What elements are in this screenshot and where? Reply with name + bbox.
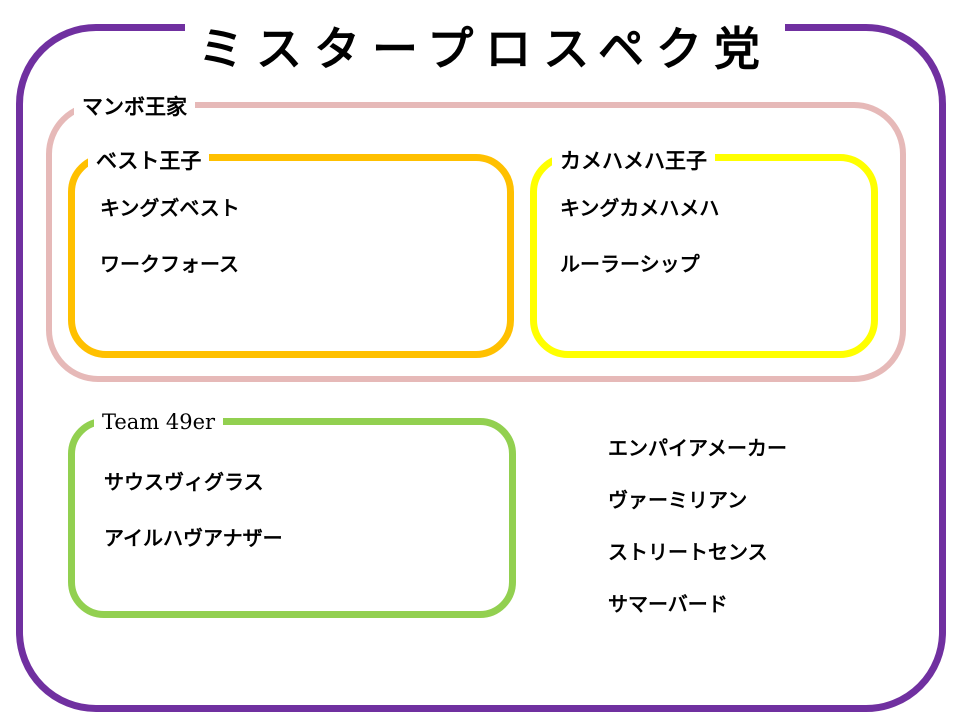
best-group-label: ベスト王子 [88, 150, 210, 171]
list-item: ワークフォース [100, 252, 239, 276]
mambo-group-frame [46, 102, 906, 382]
page-title: ミスタープロスペク党 [185, 16, 785, 80]
list-item: サマーバード [608, 592, 728, 616]
list-item: アイルハヴアナザー [104, 526, 283, 550]
list-item: エンパイアメーカー [608, 436, 787, 460]
kamehameha-group-label: カメハメハ王子 [552, 150, 715, 171]
list-item: サウスヴィグラス [104, 470, 264, 494]
list-item: キングカメハメハ [560, 196, 720, 220]
list-item: ストリートセンス [608, 540, 768, 564]
team49er-group-label: Team 49er [94, 412, 224, 433]
list-item: キングズベスト [100, 196, 240, 220]
list-item: ルーラーシップ [560, 252, 700, 276]
list-item: ヴァーミリアン [608, 488, 748, 512]
best-group-frame [68, 154, 514, 358]
team49er-group-frame [68, 418, 516, 618]
mambo-group-label: マンボ王家 [74, 96, 195, 117]
